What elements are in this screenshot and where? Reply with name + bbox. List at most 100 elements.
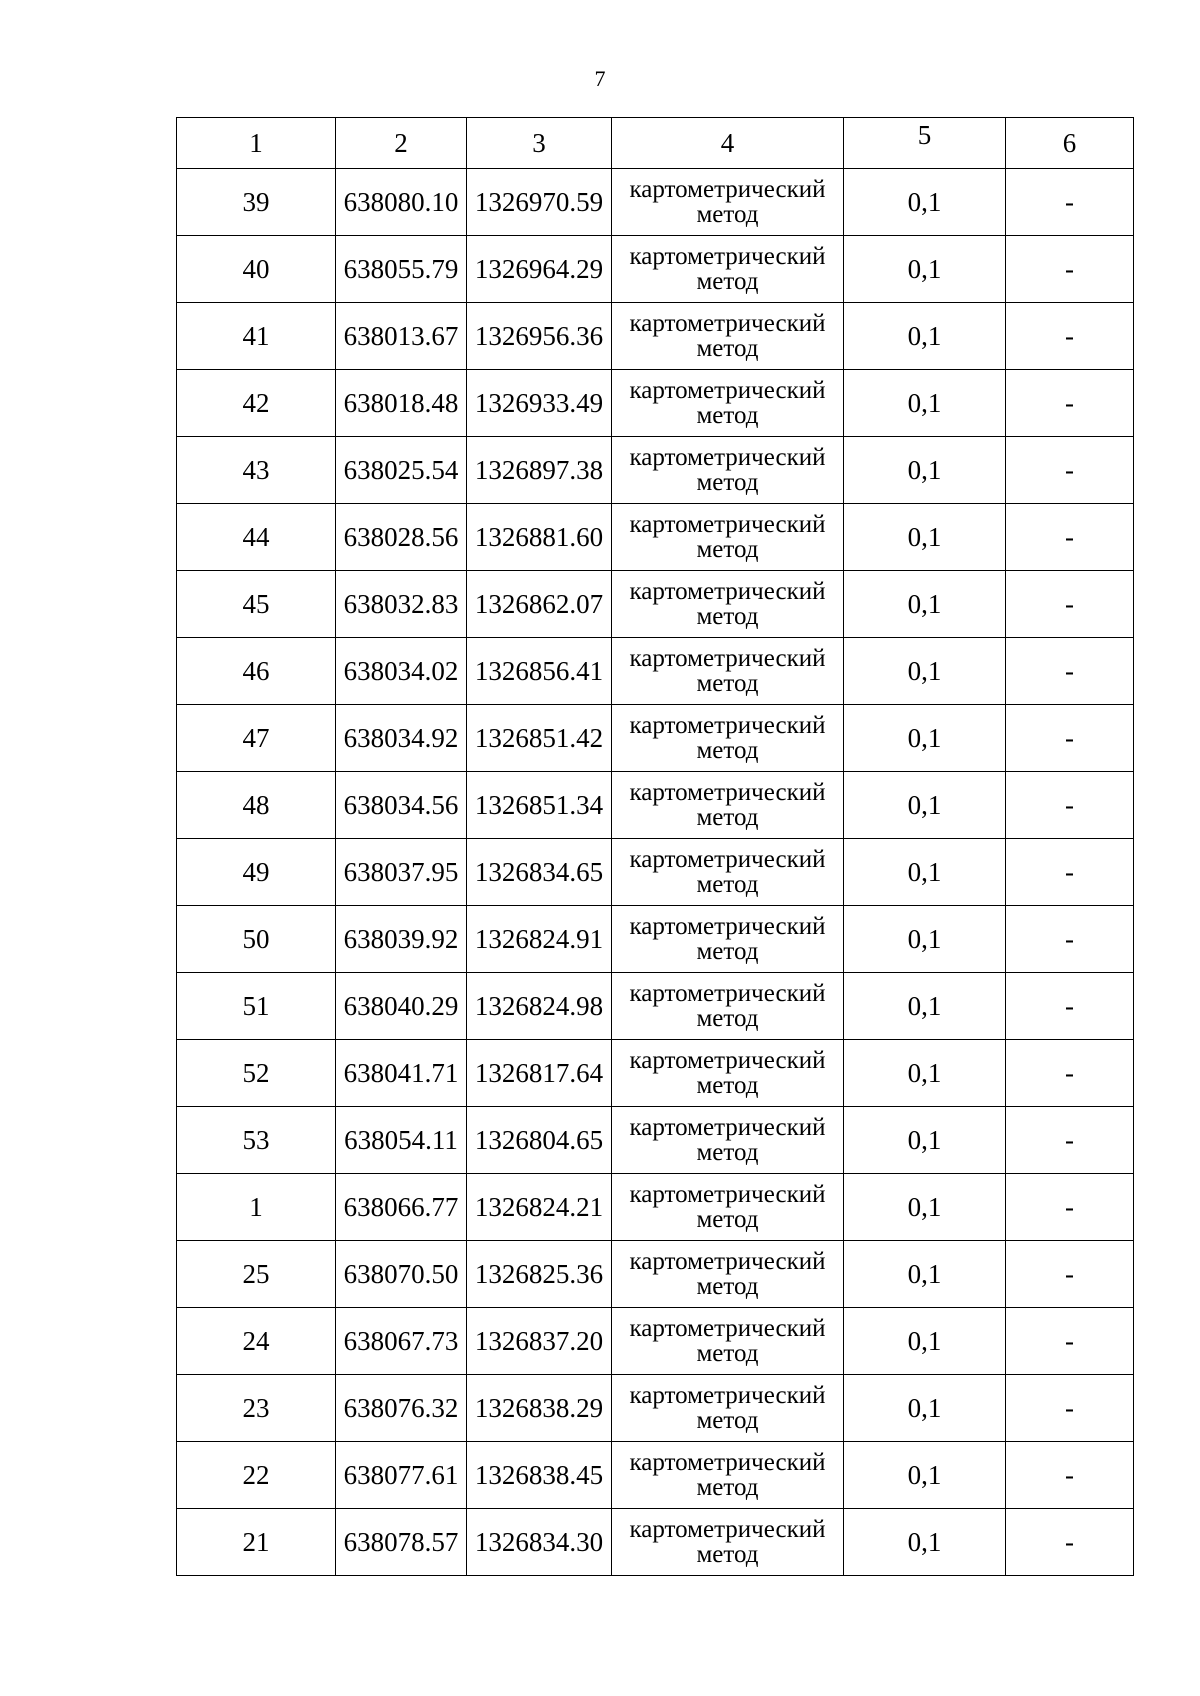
- method-line-1: картометрический: [629, 980, 826, 1007]
- x-coordinate-cell: 638034.02: [335, 637, 467, 705]
- y-coordinate-cell: 1326834.30: [466, 1508, 612, 1576]
- note-cell: -: [1005, 302, 1134, 370]
- accuracy-cell: 0,1: [843, 1106, 1006, 1174]
- note-cell: -: [1005, 1039, 1134, 1107]
- note-cell: -: [1005, 704, 1134, 772]
- method-line-2: метод: [696, 402, 759, 429]
- method-line-2: метод: [696, 335, 759, 362]
- point-number-cell: 52: [176, 1039, 336, 1107]
- note-cell: -: [1005, 1173, 1134, 1241]
- y-coordinate-cell: 1326933.49: [466, 369, 612, 437]
- x-coordinate-cell: 638034.92: [335, 704, 467, 772]
- note-cell: -: [1005, 1307, 1134, 1375]
- method-line-2: метод: [696, 469, 759, 496]
- y-coordinate-cell: 1326964.29: [466, 235, 612, 303]
- note-cell: -: [1005, 905, 1134, 973]
- method-line-2: метод: [696, 1072, 759, 1099]
- note-cell: -: [1005, 1374, 1134, 1442]
- accuracy-cell: 0,1: [843, 972, 1006, 1040]
- accuracy-cell: 0,1: [843, 1508, 1006, 1576]
- accuracy-cell: 0,1: [843, 1441, 1006, 1509]
- point-number-cell: 53: [176, 1106, 336, 1174]
- x-coordinate-cell: 638013.67: [335, 302, 467, 370]
- method-line-1: картометрический: [629, 1181, 826, 1208]
- method-line-2: метод: [696, 1407, 759, 1434]
- method-line-1: картометрический: [629, 310, 826, 337]
- point-number-cell: 40: [176, 235, 336, 303]
- accuracy-cell: 0,1: [843, 704, 1006, 772]
- accuracy-cell: 0,1: [843, 1240, 1006, 1308]
- method-line-1: картометрический: [629, 1047, 826, 1074]
- point-number-cell: 49: [176, 838, 336, 906]
- point-number-cell: 25: [176, 1240, 336, 1308]
- method-line-1: картометрический: [629, 511, 826, 538]
- note-cell: -: [1005, 168, 1134, 236]
- method-line-1: картометрический: [629, 377, 826, 404]
- method-line-1: картометрический: [629, 176, 826, 203]
- method-line-1: картометрический: [629, 243, 826, 270]
- y-coordinate-cell: 1326862.07: [466, 570, 612, 638]
- column-header: 2: [335, 117, 467, 169]
- y-coordinate-cell: 1326834.65: [466, 838, 612, 906]
- accuracy-cell: 0,1: [843, 570, 1006, 638]
- accuracy-cell: 0,1: [843, 637, 1006, 705]
- point-number-cell: 41: [176, 302, 336, 370]
- method-line-1: картометрический: [629, 779, 826, 806]
- point-number-cell: 23: [176, 1374, 336, 1442]
- x-coordinate-cell: 638080.10: [335, 168, 467, 236]
- method-line-2: метод: [696, 1541, 759, 1568]
- y-coordinate-cell: 1326897.38: [466, 436, 612, 504]
- method-line-1: картометрический: [629, 1449, 826, 1476]
- note-cell: -: [1005, 503, 1134, 571]
- x-coordinate-cell: 638018.48: [335, 369, 467, 437]
- point-number-cell: 46: [176, 637, 336, 705]
- method-line-2: метод: [696, 871, 759, 898]
- method-line-2: метод: [696, 737, 759, 764]
- y-coordinate-cell: 1326817.64: [466, 1039, 612, 1107]
- point-number-cell: 22: [176, 1441, 336, 1509]
- method-line-2: метод: [696, 670, 759, 697]
- note-cell: -: [1005, 1240, 1134, 1308]
- note-cell: -: [1005, 436, 1134, 504]
- y-coordinate-cell: 1326881.60: [466, 503, 612, 571]
- note-cell: -: [1005, 369, 1134, 437]
- page-number: 7: [594, 66, 606, 91]
- note-cell: -: [1005, 1106, 1134, 1174]
- method-line-2: метод: [696, 938, 759, 965]
- point-number-cell: 44: [176, 503, 336, 571]
- note-cell: -: [1005, 637, 1134, 705]
- note-cell: -: [1005, 235, 1134, 303]
- point-number-cell: 48: [176, 771, 336, 839]
- method-line-1: картометрический: [629, 1114, 826, 1141]
- point-number-cell: 50: [176, 905, 336, 973]
- x-coordinate-cell: 638025.54: [335, 436, 467, 504]
- method-line-1: картометрический: [629, 1248, 826, 1275]
- note-cell: -: [1005, 1441, 1134, 1509]
- note-cell: -: [1005, 570, 1134, 638]
- y-coordinate-cell: 1326851.42: [466, 704, 612, 772]
- table-header-row: 1 2 3 4 5 6: [176, 117, 1134, 169]
- y-coordinate-cell: 1326824.91: [466, 905, 612, 973]
- column-header: 6: [1005, 117, 1134, 169]
- note-cell: -: [1005, 771, 1134, 839]
- x-coordinate-cell: 638032.83: [335, 570, 467, 638]
- accuracy-cell: 0,1: [843, 1374, 1006, 1442]
